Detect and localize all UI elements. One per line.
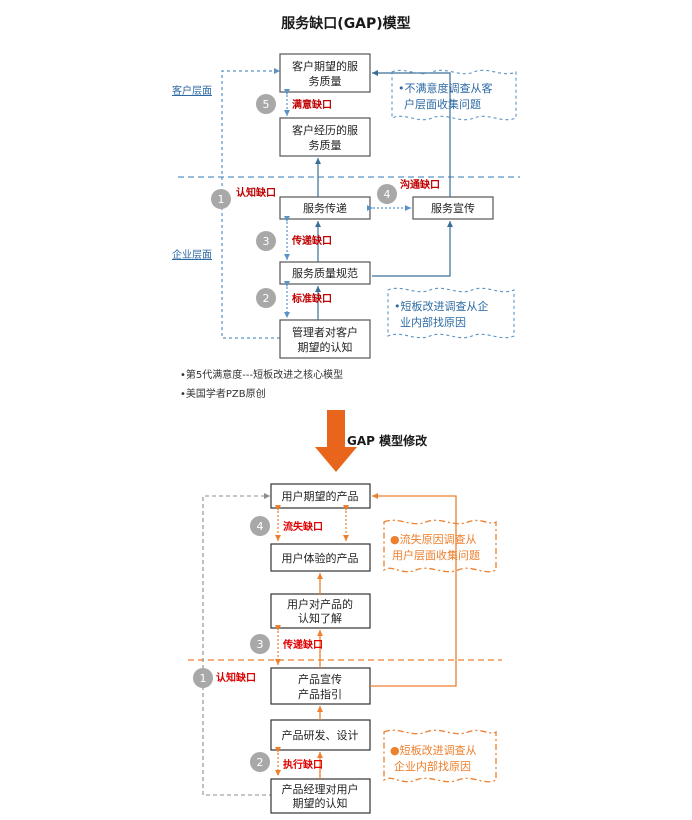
box-product-manager: 产品经理对用户 期望的认知 [270, 778, 371, 814]
note-internal-top-line2: 业内部找原因 [400, 315, 466, 329]
box-user-expected-text: 用户期望的产品 [282, 489, 359, 503]
top-title: 服务缺口(GAP)模型 [281, 15, 410, 32]
note-survey-customer: •不满意度调查从客 户层面收集问题 [391, 69, 517, 121]
box-service-promotion-text: 服务宣传 [431, 201, 475, 215]
gap3-label: 传递缺口 [291, 234, 332, 247]
note-internal-bottom: ●短板改进调查从 企业内部找原因 [383, 729, 497, 783]
bottom-gap2-number: 2 [257, 756, 264, 769]
box-product-rnd-text: 产品研发、设计 [282, 728, 359, 742]
layer-enterprise-label: 企业层面 [172, 248, 212, 261]
gap3-number: 3 [263, 235, 270, 248]
gap1-badge: 1 认知缺口 [211, 186, 276, 209]
gap4-number: 4 [384, 188, 391, 201]
bullet-fifth-generation: •第5代满意度---短板改进之核心模型 [180, 368, 343, 381]
box-customer-expected: 客户期望的服 务质量 [279, 53, 371, 93]
box-user-experienced: 用户体验的产品 [270, 543, 371, 572]
box-user-experienced-text: 用户体验的产品 [282, 551, 359, 565]
note-loss-survey: ●流失原因调查从 用户层面收集问题 [383, 519, 497, 573]
gap2-badge: 2 标准缺口 [256, 288, 332, 308]
box-user-understanding: 用户对产品的 认知了解 [270, 593, 371, 629]
bottom-gap4-badge: 4 流失缺口 [250, 516, 323, 536]
bottom-gap1-label: 认知缺口 [216, 671, 256, 684]
box-customer-experienced-line1: 客户经历的服 [292, 123, 358, 137]
gap-modification-label: GAP 模型修改 [347, 433, 428, 448]
note-loss-line2: 用户层面收集问题 [392, 548, 480, 562]
box-product-rnd: 产品研发、设计 [270, 719, 371, 751]
bottom-gap3-number: 3 [257, 638, 264, 651]
box-product-promotion: 产品宣传 产品指引 [270, 667, 371, 705]
note-loss-line1: ●流失原因调查从 [390, 532, 477, 546]
bottom-gap4-label: 流失缺口 [283, 520, 323, 533]
note-survey-line2: 户层面收集问题 [404, 97, 481, 111]
gap3-badge: 3 传递缺口 [256, 231, 332, 251]
gap5-number: 5 [263, 98, 270, 111]
bottom-gap2-label: 执行缺口 [283, 758, 323, 771]
bottom-gap3-label: 传递缺口 [282, 638, 323, 651]
bottom-gap1-badge: 1 认知缺口 [193, 668, 256, 688]
cognition-loop-line [221, 68, 280, 339]
note-survey-line1: •不满意度调查从客 [398, 81, 493, 95]
bottom-gap4-number: 4 [257, 520, 264, 533]
box-user-expected: 用户期望的产品 [270, 483, 371, 509]
box-product-promotion-line1: 产品宣传 [298, 672, 342, 686]
box-product-manager-line2: 期望的认知 [293, 796, 348, 810]
gap-modification-arrow [315, 410, 357, 472]
arrow-promotion-to-expected [372, 70, 451, 197]
gap5-label: 满意缺口 [292, 98, 332, 111]
box-management-perception-line1: 管理者对客户 [292, 325, 358, 339]
box-customer-expected-line2: 务质量 [309, 75, 342, 88]
box-customer-expected-line1: 客户期望的服 [292, 59, 358, 73]
gap1-number: 1 [218, 193, 225, 206]
box-service-delivery-text: 服务传递 [303, 201, 347, 215]
note-internal-top-line1: •短板改进调查从企 [394, 299, 489, 313]
box-service-delivery: 服务传递 [279, 196, 371, 220]
box-service-promotion: 服务宣传 [412, 196, 494, 220]
gap4-label: 沟通缺口 [400, 178, 440, 191]
bottom-gap3-badge: 3 传递缺口 [250, 634, 323, 654]
bullet-pzb-origin: •美国学者PZB原创 [180, 387, 266, 400]
bottom-cognition-loop-line [202, 493, 273, 796]
box-quality-standard: 服务质量规范 [279, 261, 371, 285]
gap2-number: 2 [263, 292, 270, 305]
layer-customer-label: 客户层面 [172, 84, 212, 97]
arrow-standard-to-promotion [372, 221, 453, 277]
bottom-gap1-number: 1 [200, 672, 207, 685]
gap1-label: 认知缺口 [236, 186, 276, 199]
note-internal-bottom-line2: 企业内部找原因 [394, 759, 471, 773]
box-user-understanding-line1: 用户对产品的 [287, 597, 353, 611]
note-internal-bottom-line1: ●短板改进调查从 [390, 743, 477, 757]
box-user-understanding-line2: 认知了解 [298, 611, 342, 625]
arrow-promotion-to-expected [370, 493, 457, 687]
box-product-manager-line1: 产品经理对用户 [282, 782, 359, 796]
box-management-perception-line2: 期望的认知 [298, 340, 353, 354]
gap5-badge: 5 满意缺口 [256, 94, 332, 114]
box-management-perception: 管理者对客户 期望的认知 [279, 319, 371, 359]
bottom-gap2-badge: 2 执行缺口 [250, 752, 323, 772]
box-product-promotion-line2: 产品指引 [298, 687, 342, 701]
box-customer-experienced: 客户经历的服 务质量 [279, 117, 371, 157]
box-customer-experienced-line2: 务质量 [309, 139, 342, 152]
gap4-badge: 4 沟通缺口 [377, 178, 440, 204]
box-quality-standard-text: 服务质量规范 [292, 266, 358, 280]
gap2-label: 标准缺口 [291, 292, 332, 305]
note-internal-top: •短板改进调查从企 业内部找原因 [387, 287, 515, 339]
